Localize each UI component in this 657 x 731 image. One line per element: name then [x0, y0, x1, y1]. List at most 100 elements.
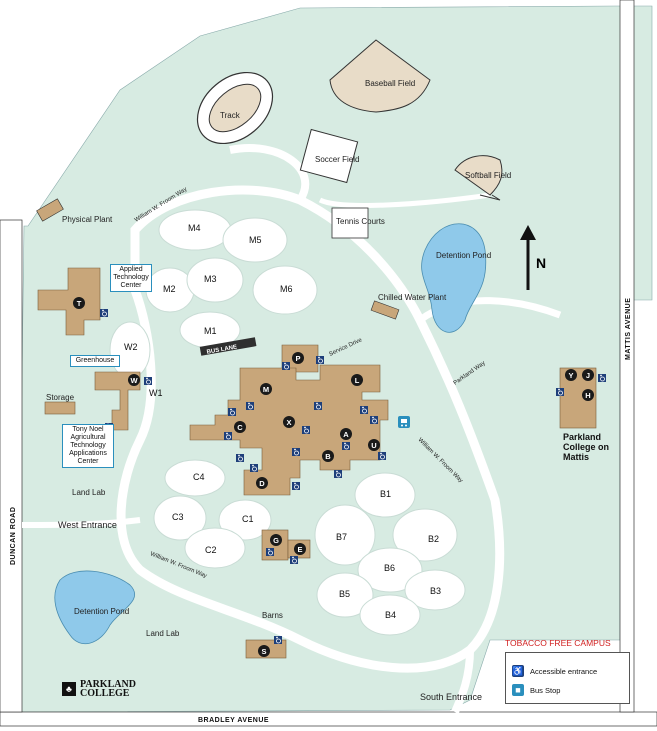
tony-noel-callout: Tony Noel Agricultural Technology Applic…: [62, 424, 114, 468]
lot-m5: M5: [249, 235, 262, 245]
land-lab-south-label: Land Lab: [146, 629, 180, 638]
lot-c4: C4: [193, 472, 205, 482]
building-marker-p[interactable]: P: [292, 352, 304, 364]
detention-pond-south-shape: [54, 570, 136, 645]
lot-c3: C3: [172, 512, 184, 522]
lot-m1: M1: [204, 326, 217, 336]
wheelchair-icon: [282, 362, 290, 370]
baseball-field-shape: [329, 39, 431, 113]
north-arrow-icon: [520, 225, 536, 290]
wheelchair-icon: [314, 402, 322, 410]
building-marker-g[interactable]: G: [270, 534, 282, 546]
svg-text:A: A: [343, 430, 349, 439]
svg-text:J: J: [586, 371, 590, 380]
physical-plant-label: Physical Plant: [62, 215, 113, 224]
svg-text:H: H: [585, 391, 590, 400]
lot-c2: C2: [205, 545, 217, 555]
mattis-avenue-label: MATTIS AVENUE: [625, 298, 632, 360]
building-marker-m[interactable]: M: [260, 383, 272, 395]
duncan-road-strip: [0, 219, 23, 713]
wheelchair-icon: [292, 448, 300, 456]
building-marker-s[interactable]: S: [258, 645, 270, 657]
building-marker-t[interactable]: T: [73, 297, 85, 309]
svg-text:X: X: [286, 418, 291, 427]
legend-bus-label: Bus Stop: [530, 685, 561, 695]
barns-label: Barns: [262, 611, 283, 620]
softball-label: Softball Field: [465, 171, 511, 180]
building-marker-e[interactable]: E: [294, 543, 306, 555]
detention-pond-south-label: Detention Pond: [74, 607, 129, 616]
detention-pond-north-label: Detention Pond: [436, 251, 491, 260]
lot-b1: B1: [380, 489, 391, 499]
facility-labels: Baseball Field Track Soccer Field Softba…: [46, 79, 511, 702]
lot-m4: M4: [188, 223, 201, 233]
tree-icon: ♣: [62, 682, 76, 696]
svg-text:D: D: [259, 479, 265, 488]
chilled-water-plant-shape: [370, 300, 400, 320]
lot-labels: M4 M5 M2 M3 M6 M1 W2 W1 C4 C3 C1 C2 B1 B…: [124, 223, 441, 620]
physical-plant-shape: [36, 198, 64, 222]
legend-accessible: ♿ Accessible entrance: [512, 665, 597, 677]
duncan-road-label: DUNCAN ROAD: [10, 507, 17, 565]
softball-field-shape: [454, 155, 503, 196]
wheelchair-icon: [228, 408, 236, 416]
building-marker-y[interactable]: Y: [565, 369, 577, 381]
svg-text:B: B: [325, 452, 331, 461]
south-entrance-label: South Entrance: [420, 692, 482, 702]
lot-m3: M3: [204, 274, 217, 284]
wheelchair-icon: [290, 556, 298, 564]
bus-stop-icon[interactable]: [398, 416, 410, 428]
west-entrance-label: West Entrance: [58, 520, 117, 530]
map-legend: ♿ Accessible entrance ■ Bus Stop: [505, 652, 630, 704]
lot-b7: B7: [336, 532, 347, 542]
lot-b2: B2: [428, 534, 439, 544]
wheelchair-icon: [360, 406, 368, 414]
wheelchair-icon: [598, 374, 606, 382]
wheelchair-icon: ♿: [512, 665, 524, 677]
svg-text:Y: Y: [568, 371, 573, 380]
wheelchair-icon: [236, 454, 244, 462]
applied-technology-callout: Applied Technology Center: [110, 264, 152, 292]
building-marker-u[interactable]: U: [368, 439, 380, 451]
building-marker-x[interactable]: X: [283, 416, 295, 428]
wheelchair-icon: [292, 482, 300, 490]
wheelchair-icon: [556, 388, 564, 396]
mattis-campus-label: Parkland College on Mattis: [563, 432, 610, 462]
wheelchair-icon: [370, 416, 378, 424]
building-marker-d[interactable]: D: [256, 477, 268, 489]
svg-text:T: T: [77, 299, 82, 308]
wheelchair-icon: [224, 432, 232, 440]
bradley-road-strip: [0, 711, 657, 727]
legend-bus: ■ Bus Stop: [512, 684, 560, 696]
accessible-icons: [100, 309, 606, 644]
lot-m2: M2: [163, 284, 176, 294]
lot-b4: B4: [385, 610, 396, 620]
legend-accessible-label: Accessible entrance: [530, 666, 598, 676]
building-marker-j[interactable]: J: [582, 369, 594, 381]
north-letter: N: [536, 255, 546, 271]
lot-c1: C1: [242, 514, 254, 524]
building-marker-l[interactable]: L: [351, 374, 363, 386]
wheelchair-icon: [316, 356, 324, 364]
logo-line1: PARKLAND: [80, 679, 136, 690]
svg-text:C: C: [237, 423, 243, 432]
detention-pond-north-shape: [421, 223, 487, 333]
building-markers[interactable]: T W P M L X C A U B D GE S Y J H: [73, 297, 594, 657]
bradley-avenue-label: BRADLEY AVENUE: [198, 717, 269, 724]
building-marker-b[interactable]: B: [322, 450, 334, 462]
building-marker-h[interactable]: H: [582, 389, 594, 401]
storage-label: Storage: [46, 393, 75, 402]
mattis-road-strip: [619, 0, 635, 713]
land-lab-west-label: Land Lab: [72, 488, 106, 497]
tobacco-free-notice: TOBACCO FREE CAMPUS: [505, 638, 611, 648]
building-marker-w[interactable]: W: [128, 374, 140, 386]
lot-m6: M6: [280, 284, 293, 294]
building-marker-a[interactable]: A: [340, 428, 352, 440]
building-marker-c[interactable]: C: [234, 421, 246, 433]
lot-b5: B5: [339, 589, 350, 599]
wheelchair-icon: [250, 464, 258, 472]
chilled-water-label: Chilled Water Plant: [378, 293, 447, 302]
lot-b3: B3: [430, 586, 441, 596]
